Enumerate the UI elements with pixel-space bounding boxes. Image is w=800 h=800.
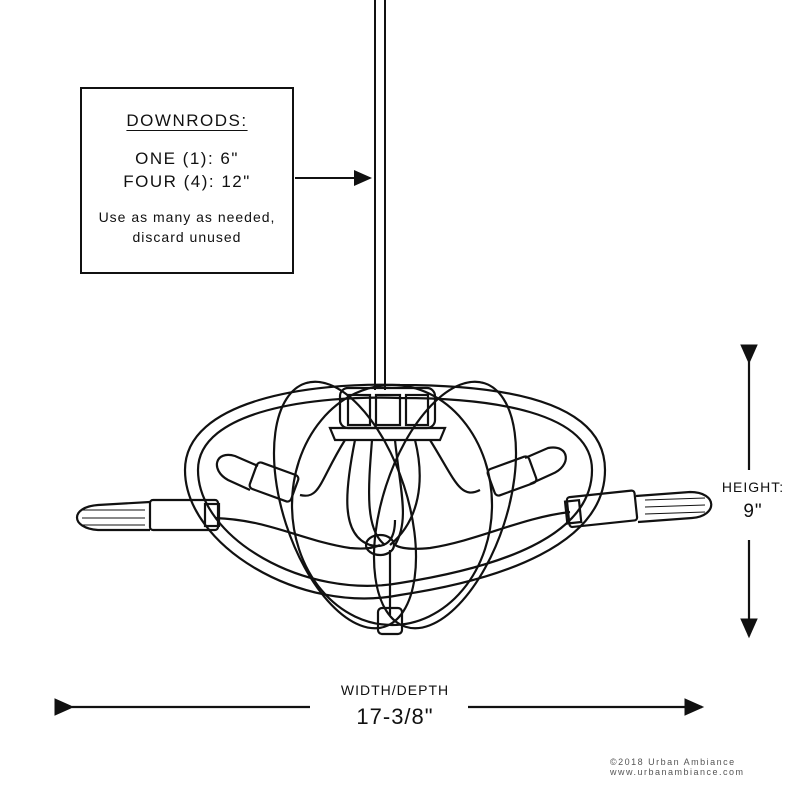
lower-hub bbox=[364, 533, 396, 557]
callout-note: Use as many as needed, discard unused bbox=[82, 207, 292, 247]
chandelier-fixture bbox=[76, 380, 713, 636]
socket-inner-right bbox=[486, 455, 538, 497]
socket-right bbox=[565, 489, 639, 529]
arm-right bbox=[429, 439, 481, 494]
arm-left bbox=[299, 439, 346, 497]
outer-ring bbox=[183, 383, 607, 600]
width-value: 17-3/8" bbox=[356, 704, 434, 729]
downrods-callout-box: DOWNRODS: ONE (1): 6" FOUR (4): 12" Use … bbox=[80, 87, 294, 274]
width-label: WIDTH/DEPTH bbox=[340, 682, 450, 698]
callout-title: DOWNRODS: bbox=[126, 111, 248, 130]
socket-inner-left bbox=[248, 461, 300, 503]
arm-center-4 bbox=[389, 439, 421, 546]
callout-note-line2: discard unused bbox=[132, 229, 242, 245]
side-arm-right bbox=[394, 510, 571, 550]
vertical-ring-center bbox=[290, 383, 494, 627]
bottom-finial bbox=[376, 606, 404, 636]
copyright-line: ©2018 Urban Ambiance bbox=[610, 757, 736, 767]
cluster-base bbox=[328, 426, 447, 442]
arm-center-2 bbox=[367, 439, 386, 546]
outer-ring-inner bbox=[196, 396, 594, 587]
bulb-left bbox=[76, 500, 151, 532]
copyright-notice: ©2018 Urban Ambiance www.urbanambiance.c… bbox=[610, 757, 790, 777]
vertical-ring-right bbox=[372, 380, 518, 630]
callout-note-line1: Use as many as needed, bbox=[98, 209, 276, 225]
bulb-right bbox=[635, 490, 713, 524]
height-label: HEIGHT: bbox=[721, 479, 785, 495]
downrod bbox=[374, 0, 386, 390]
vertical-ring-left bbox=[272, 380, 418, 630]
bulb-inner-right bbox=[524, 446, 567, 486]
callout-line-four: FOUR (4): 12" bbox=[123, 172, 251, 191]
height-value: 9" bbox=[743, 501, 763, 522]
arm-center-1 bbox=[346, 439, 397, 548]
callout-line-one: ONE (1): 6" bbox=[135, 149, 239, 168]
side-arm-left bbox=[214, 516, 381, 550]
bulb-inner-left bbox=[215, 453, 259, 492]
website-line: www.urbanambiance.com bbox=[610, 767, 745, 777]
